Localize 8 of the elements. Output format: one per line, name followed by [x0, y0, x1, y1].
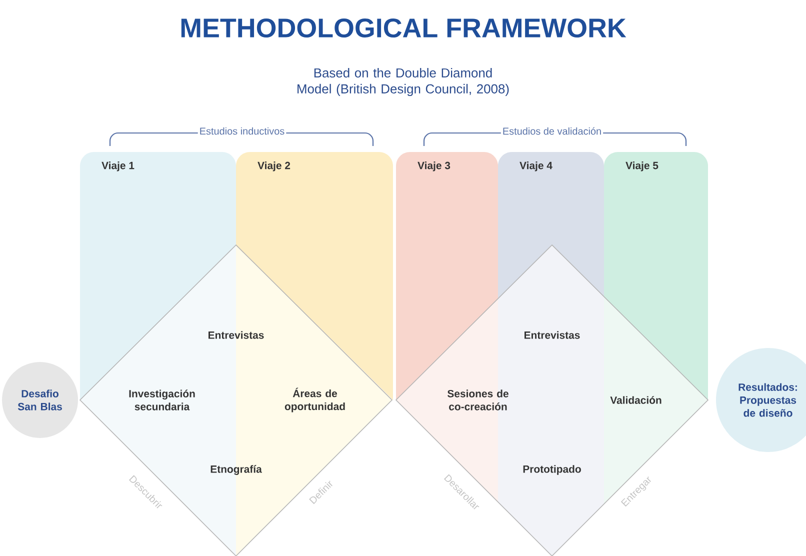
title: METHODOLOGICAL FRAMEWORK	[181, 18, 626, 38]
diamond-text: Prototipado	[523, 465, 581, 475]
diamond-text: Etnografía	[210, 465, 262, 475]
diamond-text: Entrevistas	[524, 331, 580, 339]
subtitle: Based on the Double Diamond Model (British Design Council, 2008)	[298, 68, 509, 96]
bracket-label: Estudios inductivos	[198, 126, 286, 136]
bracket-label: Estudios de validación	[500, 126, 604, 136]
column-band: Viaje 4	[498, 152, 604, 299]
